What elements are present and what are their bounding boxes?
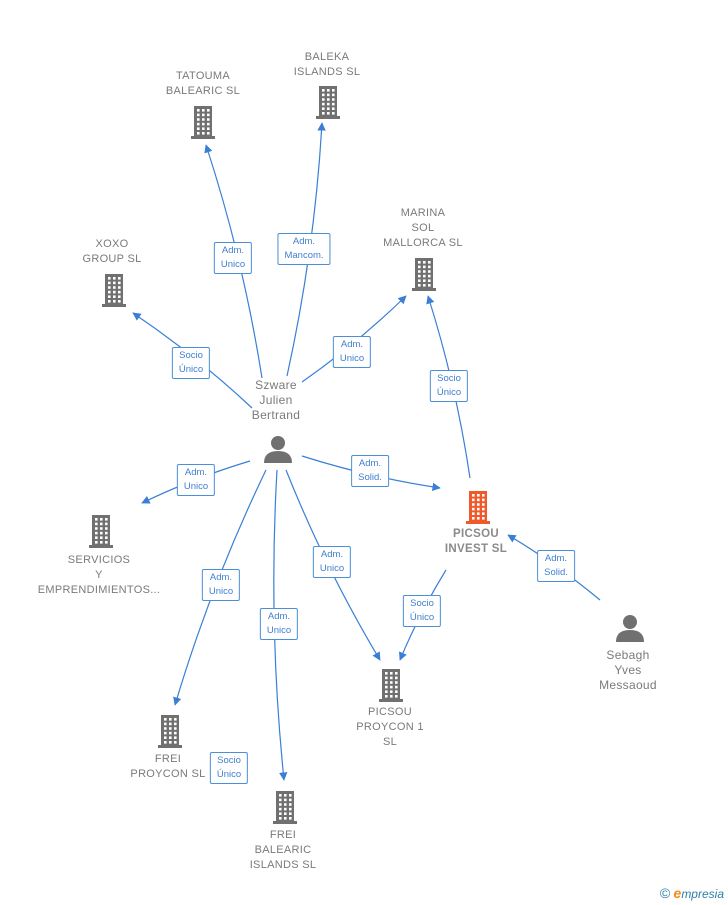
- edge-label-szware-picsou[interactable]: Adm. Solid.: [351, 455, 389, 487]
- brand-name: mpresia: [681, 887, 724, 901]
- edge-label-szware-baleka[interactable]: Adm. Mancom.: [277, 233, 331, 265]
- building-icon-frei_balearic[interactable]: [271, 790, 299, 829]
- node-label-xoxo[interactable]: XOXO GROUP SL: [82, 238, 142, 265]
- building-icon-frei_proycon[interactable]: [156, 714, 184, 753]
- building-icon-servicios[interactable]: [87, 514, 115, 553]
- edge-label-szware-picsou1[interactable]: Adm. Unico: [312, 546, 352, 578]
- copyright-symbol: ©: [659, 885, 671, 901]
- building-icon-picsou1[interactable]: [377, 668, 405, 707]
- edge-label-szware-frei_balearic[interactable]: Adm. Unico: [259, 608, 299, 640]
- building-icon-baleka[interactable]: [314, 85, 342, 124]
- node-label-marina[interactable]: MARINA SOL MALLORCA SL: [383, 207, 463, 249]
- edge-label-szware-tatouma[interactable]: Adm. Unico: [213, 242, 253, 274]
- node-label-frei_proycon[interactable]: FREI PROYCON SL: [130, 753, 206, 780]
- node-label-servicios[interactable]: SERVICIOS Y EMPRENDIMIENTOS...: [37, 554, 161, 596]
- person-icon-szware[interactable]: [263, 435, 293, 468]
- person-icon-sebagh[interactable]: [615, 614, 645, 647]
- node-label-sebagh[interactable]: Sebagh Yves Messaoud: [599, 648, 657, 692]
- building-icon-tatouma[interactable]: [189, 105, 217, 144]
- node-label-baleka[interactable]: BALEKA ISLANDS SL: [293, 51, 361, 78]
- edge-label-szware-servicios[interactable]: Adm. Unico: [176, 464, 216, 496]
- building-icon-xoxo[interactable]: [100, 273, 128, 312]
- node-label-szware[interactable]: Szware Julien Bertrand: [251, 378, 301, 422]
- edge-label-szware-frei_proycon[interactable]: Adm. Unico: [201, 569, 241, 601]
- edge-label-sebagh-picsou[interactable]: Adm. Solid.: [537, 550, 575, 582]
- building-icon-picsou[interactable]: [464, 490, 492, 529]
- edge-label-picsou-picsou1[interactable]: Socio Único: [402, 595, 442, 627]
- node-label-picsou[interactable]: PICSOU INVEST SL: [444, 528, 508, 555]
- node-label-picsou1[interactable]: PICSOU PROYCON 1 SL: [356, 706, 424, 748]
- edge-label-szware-xoxo[interactable]: Socio Único: [171, 347, 211, 379]
- edge-label-picsou-marina[interactable]: Socio Único: [429, 370, 469, 402]
- brand-initial: e: [673, 885, 682, 901]
- edge-label-szware-marina[interactable]: Adm. Unico: [332, 336, 372, 368]
- building-icon-marina[interactable]: [410, 257, 438, 296]
- node-label-frei_balearic[interactable]: FREI BALEARIC ISLANDS SL: [249, 829, 317, 871]
- node-label-tatouma[interactable]: TATOUMA BALEARIC SL: [165, 70, 241, 97]
- edge-label-frei_proycon-frei_balearic[interactable]: Socio Único: [209, 752, 249, 784]
- footer-brand: © empresia: [660, 885, 724, 901]
